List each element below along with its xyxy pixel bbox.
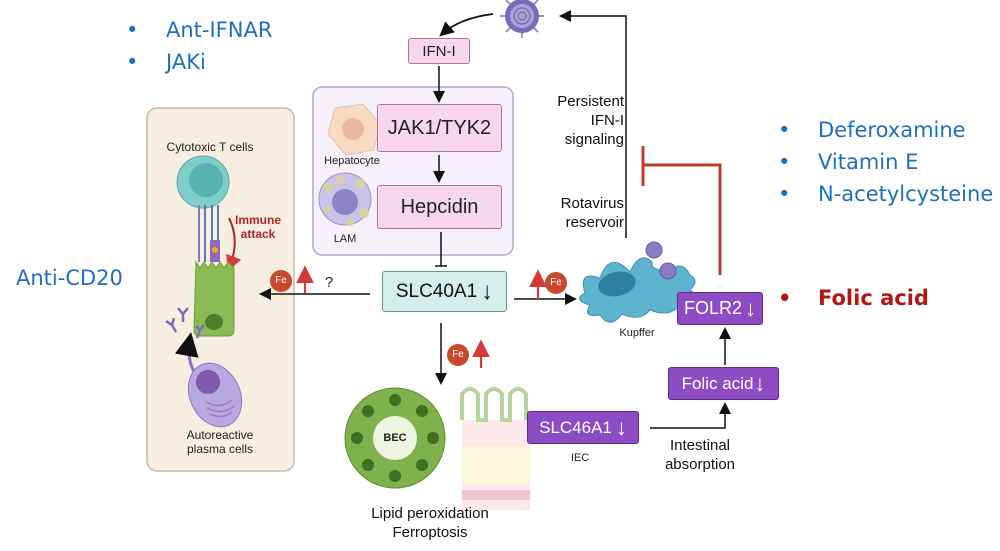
fe-label: Fe — [275, 275, 287, 286]
target-cell-icon — [193, 260, 235, 337]
fe-label: Fe — [452, 349, 464, 360]
slc46a1-label: SLC46A1 — [539, 417, 612, 437]
fe-icon-down — [447, 344, 469, 366]
immune-attack-label: Immune attack — [234, 213, 281, 241]
plasma-cells-label: Autoreactive plasma cells — [186, 428, 254, 456]
therapy-item: Vitamin E — [770, 146, 993, 178]
fe-icon-right — [545, 272, 567, 294]
ifn-i-node: IFN-I — [408, 38, 470, 64]
folic-acid-node: Folic acid ↓ — [668, 367, 779, 400]
virus-on-kupffer-icon — [645, 241, 677, 280]
t-cells-label: Cytotoxic T cells — [166, 140, 254, 154]
fe-label: Fe — [550, 277, 562, 288]
down-arrow-icon: ↓ — [615, 414, 627, 440]
slc40a1-node: SLC40A1 ↓ — [382, 271, 507, 312]
therapy-item: JAKi — [118, 46, 272, 78]
persistent-signaling-text: Persistent IFN-I signaling — [557, 93, 624, 148]
arrow-feedback-to-virus — [559, 10, 627, 238]
therapy-item: Folic acid — [770, 282, 929, 314]
ifn-therapy-list: Ant-IFNAR JAKi — [118, 14, 272, 78]
rotavirus-reservoir-text: Rotavirus reservoir — [560, 195, 624, 231]
down-arrow-icon: ↓ — [754, 370, 766, 396]
jak-tyk-node: JAK1/TYK2 — [377, 104, 502, 152]
therapy-item: Ant-IFNAR — [118, 14, 272, 46]
kupffer-label: Kupffer — [619, 327, 655, 339]
folr2-label: FOLR2 — [683, 298, 743, 318]
lam-icon — [318, 172, 372, 226]
therapy-item: Deferoxamine — [770, 114, 993, 146]
arrow-virus-to-ifn — [439, 13, 494, 37]
plasma-cell-icon — [187, 362, 243, 428]
lam-label: LAM — [333, 233, 357, 245]
intestinal-absorption-text: Intestinal absorption — [664, 437, 736, 473]
bec-label: BEC — [383, 432, 407, 444]
outcome-text: Lipid peroxidation Ferroptosis — [371, 505, 489, 541]
intestine-tissue-icon — [460, 387, 530, 510]
down-arrow-icon: ↓ — [481, 277, 494, 305]
folic-acid-label: Folic acid — [681, 373, 754, 393]
down-arrow-icon: ↓ — [745, 295, 757, 321]
iec-label: IEC — [570, 452, 590, 464]
inhibition-folr2 — [643, 163, 722, 275]
slc46a1-node: SLC46A1 ↓ — [527, 411, 639, 444]
hepatocyte-icon — [327, 103, 381, 156]
folr2-node: FOLR2 ↓ — [677, 292, 763, 325]
t-cell-icon — [176, 155, 230, 262]
immune-attack-arrow — [226, 217, 242, 272]
fe-icon-left — [270, 270, 292, 292]
antioxidant-therapy-list: Deferoxamine Vitamin E N-acetylcysteine — [770, 114, 993, 210]
therapy-item: N-acetylcysteine — [770, 178, 993, 210]
slc40a1-label: SLC40A1 — [395, 280, 478, 302]
folate-therapy-list: Folic acid — [770, 282, 929, 314]
anti-cd20-label: Anti-CD20 — [16, 266, 123, 290]
hepatocyte-label: Hepatocyte — [324, 155, 380, 167]
rotavirus-icon — [500, 0, 544, 38]
question-mark: ? — [324, 274, 334, 291]
hepcidin-node: Hepcidin — [377, 185, 502, 229]
bec-icon — [344, 387, 446, 489]
